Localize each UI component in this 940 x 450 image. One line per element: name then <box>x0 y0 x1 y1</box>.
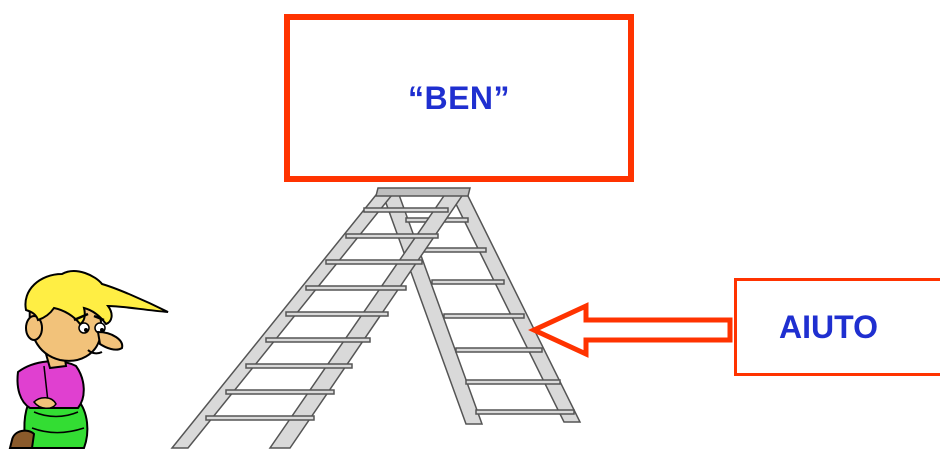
puzzled-boy-icon <box>4 262 174 450</box>
goal-box: “BEN” <box>284 14 634 182</box>
help-box: AIUTO <box>734 278 940 376</box>
step-ladder-icon <box>170 188 590 450</box>
goal-label: “BEN” <box>408 80 510 117</box>
help-label: AIUTO <box>779 309 878 346</box>
left-arrow-icon <box>530 302 740 358</box>
